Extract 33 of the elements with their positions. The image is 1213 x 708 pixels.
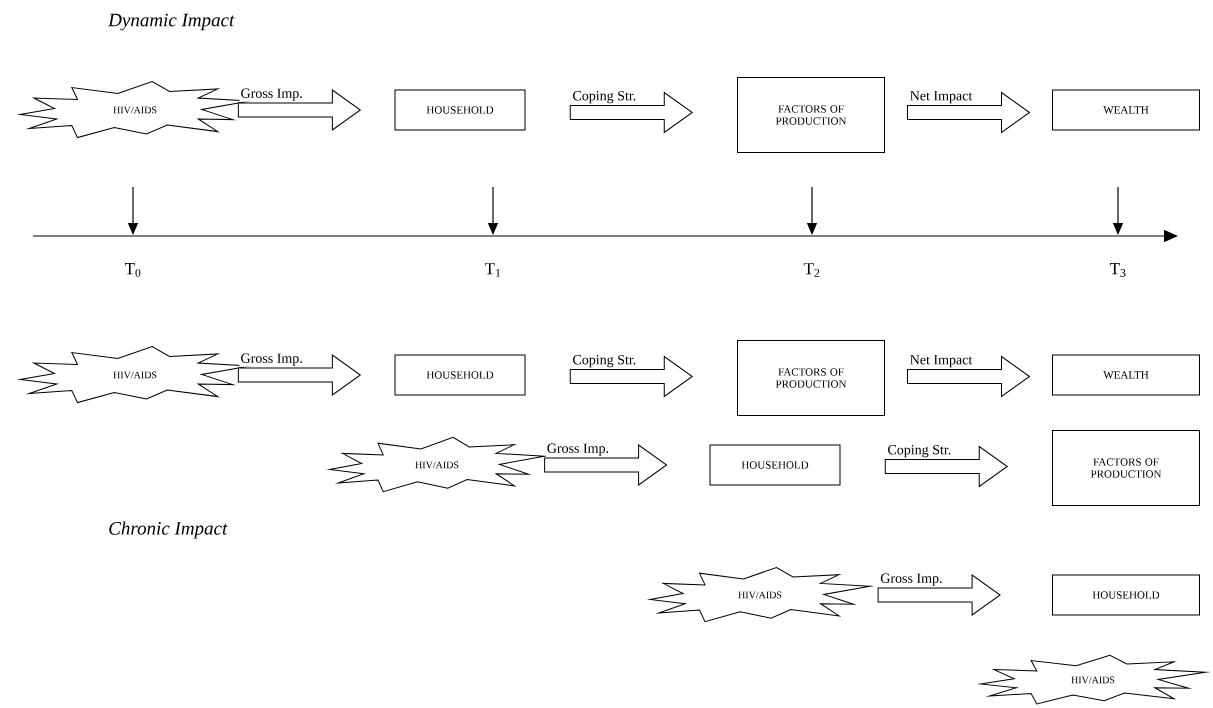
edge-label: Net Impact — [908, 354, 974, 369]
title: Dynamic Impact — [108, 13, 235, 31]
edge-label: Coping Str. — [886, 444, 953, 459]
block-arrow — [237, 354, 361, 396]
process-box: FACTORS OF PRODUCTION — [737, 340, 885, 416]
block-arrow — [237, 89, 361, 131]
edge-label: Gross Imp. — [239, 87, 304, 102]
edge-label: Gross Imp. — [545, 442, 611, 457]
block-arrow — [907, 92, 1030, 133]
edge-label: Gross Imp. — [239, 352, 304, 367]
time-label: T$_{2}$ — [803, 263, 820, 277]
process-box: FACTORS OF PRODUCTION — [737, 77, 885, 153]
process-box: HOUSEHOLD — [1052, 574, 1200, 616]
process-box: FACTORS OF PRODUCTION — [1052, 430, 1200, 506]
process-box: WEALTH — [1052, 354, 1200, 396]
block-arrow — [884, 446, 1008, 487]
time-label: T$_{3}$ — [1109, 263, 1126, 277]
process-box: WEALTH — [1052, 89, 1200, 131]
edge-label: Coping Str. — [571, 354, 638, 369]
block-arrow — [907, 356, 1030, 397]
edge-label: Coping Str. — [571, 90, 638, 105]
block-arrow — [569, 92, 693, 133]
process-box: HOUSEHOLD — [394, 354, 526, 396]
process-box: HOUSEHOLD — [394, 89, 526, 131]
edge-label: Net Impact — [908, 90, 974, 105]
time-label: T$_{1}$ — [484, 263, 501, 277]
block-arrow — [877, 574, 1001, 616]
block-arrow — [569, 356, 693, 397]
process-box: HOUSEHOLD — [709, 444, 841, 486]
edge-label: Gross Imp. — [879, 572, 944, 587]
heading: Chronic Impact — [109, 521, 228, 539]
time-label: T$_{0}$ — [124, 263, 141, 277]
block-arrow — [544, 444, 668, 486]
